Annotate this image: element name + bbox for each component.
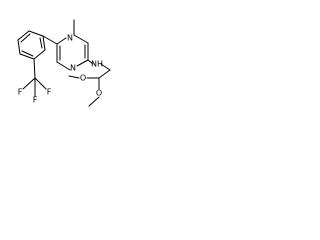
trifluoromethyl-group	[22, 58, 47, 97]
bond	[21, 50, 34, 57]
atom-label-o: O	[80, 74, 86, 83]
bond	[28, 30, 44, 37]
bond	[34, 77, 47, 90]
bond	[56, 61, 71, 71]
bond	[20, 33, 31, 43]
atom-label-n: N	[67, 34, 73, 43]
bond	[39, 37, 43, 49]
bond	[17, 30, 30, 41]
bond	[98, 69, 111, 79]
bond	[87, 59, 94, 65]
bond	[56, 37, 67, 45]
atom-label-f: F	[18, 88, 23, 97]
atom-label-f: F	[33, 96, 38, 105]
bond	[19, 53, 35, 60]
bond	[22, 77, 36, 90]
pyrimidine-ring	[56, 34, 89, 71]
bond	[88, 96, 100, 107]
amine-side-chain	[68, 59, 111, 107]
atom-label-o: O	[96, 89, 102, 98]
atom-label-n: N	[70, 64, 76, 73]
bond	[100, 63, 111, 71]
aryl-bond	[42, 35, 58, 45]
atom-label-nh: NH	[91, 60, 103, 69]
benzene-ring	[17, 30, 46, 60]
bond	[73, 34, 89, 44]
bond	[33, 58, 36, 79]
molecule-drawing: N N NH O O F F F	[17, 19, 111, 107]
bond	[76, 59, 89, 67]
bond	[33, 49, 46, 60]
bond	[17, 39, 21, 55]
bond	[68, 75, 80, 79]
bond	[42, 35, 46, 51]
structure-canvas: N N NH O O F F F	[0, 0, 126, 126]
atom-label-f: F	[47, 88, 52, 97]
